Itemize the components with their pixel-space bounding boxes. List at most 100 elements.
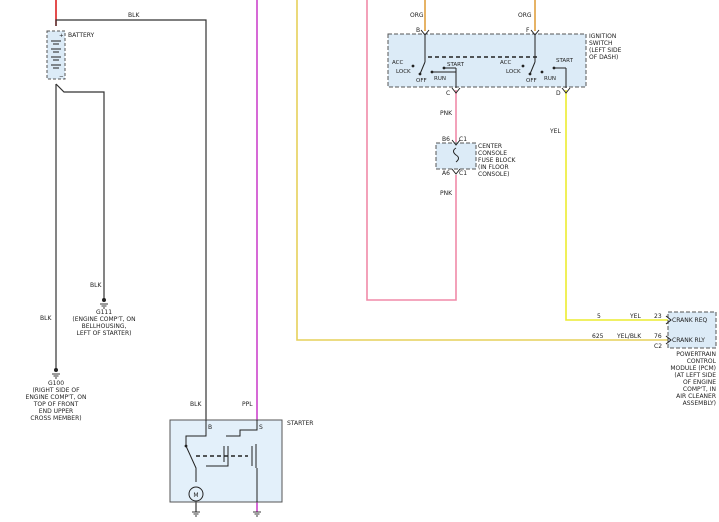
ground-g100: G100 (RIGHT SIDE OF ENGINE COMP'T, ON TO… — [26, 368, 87, 422]
fuse-pin-bottom: A6 — [442, 170, 450, 177]
ignition-pos-lock-right: LOCK — [506, 69, 521, 75]
yel-wire-crank-req — [565, 90, 668, 321]
ground-icon — [52, 373, 60, 379]
fuse-top-chevron — [451, 139, 461, 146]
pcm-row2-wire: YEL/BLK — [616, 333, 642, 340]
g100-name: G100 — [48, 380, 64, 387]
pcm-row2-chevron — [665, 335, 672, 345]
battery-wire-top-label: BLK — [128, 12, 140, 19]
ignition-term-d: D — [556, 90, 561, 97]
ignition-switch: ORG ORG B F C D — [387, 12, 622, 97]
starter-box — [169, 419, 283, 503]
pcm-label-5: OF ENGINE — [683, 379, 716, 386]
g100-splice — [54, 368, 58, 372]
ignition-pos-start-left: START — [447, 62, 465, 68]
pnk-wire-upper-label: PNK — [440, 110, 453, 117]
ignition-label-3: (LEFT SIDE — [589, 47, 622, 54]
g111-splice — [102, 298, 106, 302]
battery-plus: + — [59, 33, 64, 39]
ground-icon — [192, 511, 261, 517]
starter-wire-b-label: BLK — [190, 401, 202, 408]
pcm-label-1: POWERTRAIN — [676, 351, 716, 358]
ignition-term-c: C — [446, 90, 450, 97]
yel-wire-label: YEL — [549, 128, 561, 135]
fuse-label-5: CONSOLE) — [478, 171, 509, 178]
fuse-label-4: (IN FLOOR — [478, 164, 509, 171]
starter-motor-label: M — [193, 492, 198, 499]
ignition-pos-lock-left: LOCK — [396, 69, 411, 75]
ignition-pos-start-right: START — [556, 58, 574, 64]
ignition-label-4: OF DASH) — [589, 54, 618, 61]
starter-wire-s-label: PPL — [242, 401, 253, 408]
pcm-box — [667, 311, 717, 349]
starter: BLK PPL STARTER B S M — [169, 401, 313, 517]
ignition-pos-run-right: RUN — [544, 76, 556, 82]
fuse-bottom-chevron — [451, 168, 461, 175]
pcm-row2-circuit: 625 — [592, 333, 604, 340]
pnk-wire-lower-label: PNK — [440, 190, 453, 197]
battery-wire-left-label: BLK — [40, 315, 52, 322]
battery-label: BATTERY — [68, 32, 95, 39]
fuse-label-3: FUSE BLOCK — [478, 157, 517, 164]
battery-box — [46, 30, 66, 80]
g111-desc-3: LEFT OF STARTER) — [77, 330, 132, 337]
pcm-label-3: MODULE (PCM) — [670, 365, 716, 372]
pcm-row2-pin: 76 — [654, 333, 662, 340]
pcm-label-7: AIR CLEANER — [676, 393, 716, 400]
pcm-row1-chevron — [665, 315, 672, 325]
battery-cells — [51, 40, 61, 69]
battery: + − BATTERY BLK BLK — [40, 12, 140, 322]
connector-c-chevron — [451, 87, 461, 94]
ignition-contacts-left — [411, 35, 457, 88]
fuse-term-top: C1 — [459, 136, 467, 143]
yelblk-wire-crank-rly — [296, 0, 668, 341]
pcm-connector: C2 — [654, 343, 662, 350]
ignition-pos-acc-right: ACC — [500, 60, 512, 66]
pnk-wire-upper-loop — [366, 0, 457, 301]
ground-g111: BLK G111 (ENGINE COMP'T, ON BELLHOUSING,… — [72, 282, 135, 337]
blk-wire-battery-to-g111 — [55, 83, 105, 300]
g100-desc-3: TOP OF FRONT — [33, 401, 79, 408]
fuse-block-box — [435, 142, 477, 170]
ignition-pos-run-left: RUN — [434, 76, 446, 82]
connector-d-chevron — [561, 87, 571, 94]
blk-wire-battery-to-starter — [55, 19, 207, 440]
starter-term-s: S — [259, 424, 263, 431]
battery-minus: − — [59, 74, 64, 80]
wires — [55, 0, 668, 512]
ignition-wire-b-label: ORG — [410, 12, 424, 19]
pcm-label-4: (AT LEFT SIDE — [674, 372, 716, 379]
ignition-term-b: B — [416, 27, 420, 34]
ignition-pos-acc-left: ACC — [392, 60, 404, 66]
g111-desc-2: BELLHOUSING, — [82, 323, 127, 330]
ground-icon — [100, 303, 108, 309]
ignition-label-2: SWITCH — [589, 40, 613, 47]
ignition-term-f: F — [526, 27, 530, 34]
ignition-wire-f-label: ORG — [518, 12, 532, 19]
starter-label: STARTER — [287, 420, 313, 427]
g100-desc-2: ENGINE COMP'T, ON — [26, 394, 87, 401]
pcm-label-6: COMP'T, IN — [683, 386, 716, 393]
g100-desc-1: (RIGHT SIDE OF — [32, 387, 80, 394]
ignition-pos-off-left: OFF — [416, 78, 427, 84]
starter-solenoid-internals — [184, 420, 258, 502]
fuse-label-2: CONSOLE — [478, 150, 507, 157]
pcm: 5 YEL 23 CRANK REQ 625 YEL/BLK 76 CRANK … — [592, 311, 717, 407]
pcm-row1-circuit: 5 — [597, 313, 601, 320]
fuse-term-bottom: C1 — [459, 170, 467, 177]
ignition-label-1: IGNITION — [589, 33, 616, 40]
pcm-label-8: ASSEMBLY) — [683, 400, 716, 407]
fuse-icon — [453, 147, 459, 163]
g111-name: G111 — [96, 309, 112, 316]
pcm-label-2: CONTROL — [687, 358, 717, 365]
pcm-row2-label: CRANK RLY — [672, 337, 705, 344]
motor-icon — [188, 486, 204, 502]
pcm-row1-wire: YEL — [629, 313, 641, 320]
fuse-pin-top: B6 — [442, 136, 450, 143]
pcm-row1-label: CRANK REQ — [672, 317, 708, 324]
g100-desc-5: CROSS MEMBER) — [30, 415, 81, 422]
starter-term-b: B — [208, 424, 212, 431]
g111-wire-label: BLK — [90, 282, 102, 289]
g100-desc-4: END UPPER — [39, 408, 73, 415]
